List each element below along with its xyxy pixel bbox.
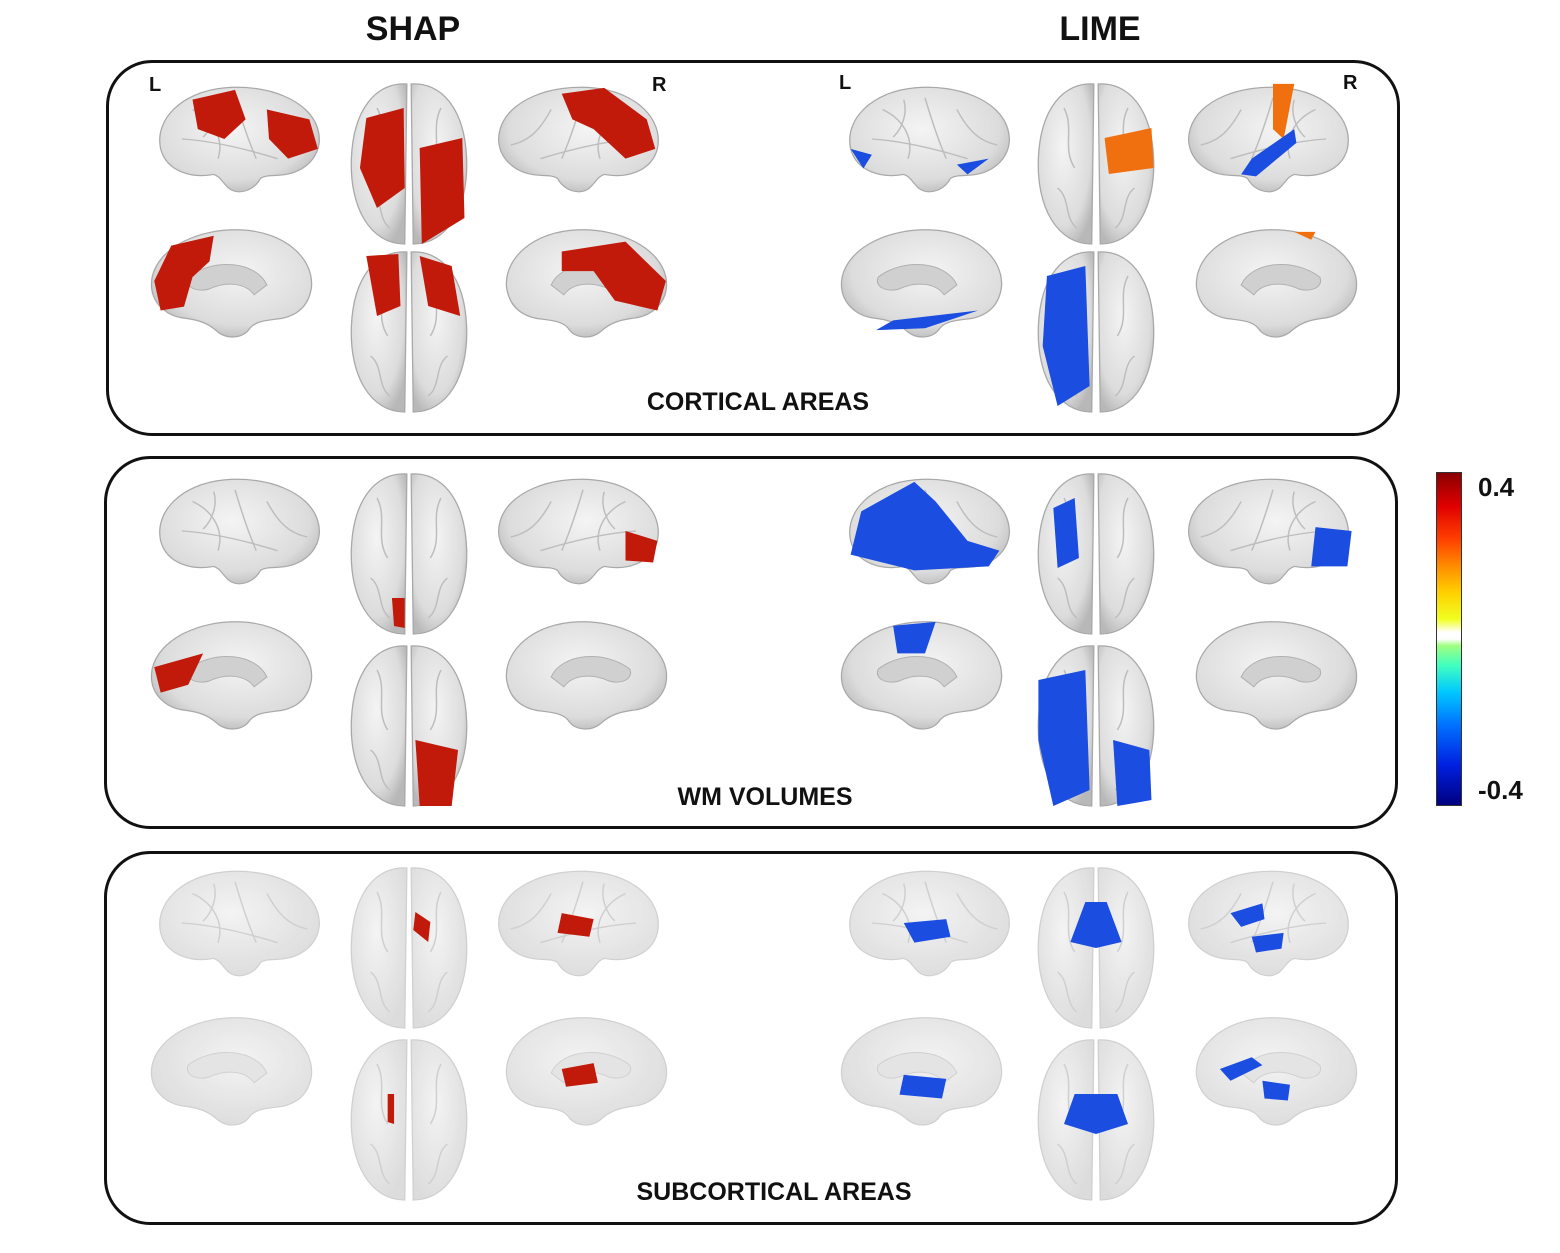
activation-region xyxy=(1064,1094,1128,1134)
activation-region xyxy=(413,912,431,942)
lime-wm-left-lateral-brain xyxy=(849,478,1010,585)
lime-cortical-left-lateral-brain xyxy=(849,86,1010,193)
activation-region xyxy=(1070,902,1122,948)
lime-subcortical-right-medial-brain xyxy=(1195,1017,1358,1126)
activation-region xyxy=(266,109,318,159)
activation-region xyxy=(903,919,951,943)
cortical-panel xyxy=(106,60,1400,436)
shap-cortical-left-medial-brain xyxy=(150,229,313,338)
shap-wm-left-medial-brain xyxy=(150,621,313,730)
activation-region xyxy=(561,87,656,159)
lime-subcortical-left-lateral-brain xyxy=(849,870,1010,977)
activation-region xyxy=(154,653,204,693)
shap-cortical-dorsal-brain xyxy=(350,83,468,245)
colorbar-min-label: -0.4 xyxy=(1478,775,1523,805)
activation-region xyxy=(387,1094,395,1124)
wm-label: WM VOLUMES xyxy=(677,783,853,811)
activation-region xyxy=(1294,231,1316,240)
activation-region xyxy=(899,1074,947,1099)
subcortical-panel xyxy=(104,851,1398,1225)
activation-region xyxy=(359,108,405,208)
shap-title: SHAP xyxy=(365,10,461,48)
lime-subcortical-ventral-brain xyxy=(1037,1039,1155,1201)
activation-region xyxy=(1273,83,1295,139)
shap-cortical-right-medial-brain xyxy=(505,229,668,338)
shap-cortical-right-lateral-brain xyxy=(498,86,659,193)
shap-subcortical-right-lateral-brain xyxy=(498,870,659,977)
activation-region xyxy=(1241,129,1297,177)
shap-subcortical-right-medial-brain xyxy=(505,1017,668,1126)
activation-region xyxy=(1042,266,1090,406)
activation-region xyxy=(557,913,594,937)
shap-subcortical-left-medial-brain xyxy=(150,1017,313,1126)
wm-panel xyxy=(104,456,1398,829)
lime-subcortical-right-lateral-brain xyxy=(1188,870,1349,977)
colorbar-max-label: 0.4 xyxy=(1478,472,1515,502)
activation-region xyxy=(419,256,461,316)
shap-wm-right-lateral-brain xyxy=(498,478,659,585)
lime-cortical-right-lateral-brain xyxy=(1188,83,1349,193)
activation-region xyxy=(419,138,465,244)
shap-wm-left-lateral-brain xyxy=(159,478,320,585)
lime-wm-dorsal-brain xyxy=(1037,473,1155,635)
lime-right-label: R xyxy=(1343,72,1358,94)
activation-region xyxy=(1251,932,1284,953)
lime-left-label: L xyxy=(839,72,852,94)
lime-subcortical-left-medial-brain xyxy=(840,1017,1003,1126)
lime-wm-right-lateral-brain xyxy=(1188,478,1352,585)
lime-subcortical-dorsal-brain xyxy=(1037,867,1155,1029)
activation-region xyxy=(893,621,936,654)
lime-title: LIME xyxy=(1059,10,1141,48)
activation-region xyxy=(850,148,872,169)
shap-cortical-ventral-brain xyxy=(350,251,468,413)
activation-region xyxy=(391,598,405,628)
activation-region xyxy=(1219,1057,1263,1081)
activation-region xyxy=(1053,498,1079,568)
activation-region xyxy=(1230,903,1265,927)
shap-right-label: R xyxy=(652,74,667,96)
activation-region xyxy=(1113,740,1152,806)
activation-region xyxy=(561,1063,598,1087)
activation-region xyxy=(192,89,246,139)
lime-cortical-left-medial-brain xyxy=(840,229,1003,338)
activation-region xyxy=(561,241,666,311)
activation-region xyxy=(154,235,214,311)
lime-cortical-right-medial-brain xyxy=(1195,229,1358,338)
lime-wm-left-medial-brain xyxy=(840,621,1003,730)
lime-wm-ventral-brain xyxy=(1037,645,1155,807)
activation-region xyxy=(625,531,658,563)
shap-cortical-left-lateral-brain xyxy=(159,86,320,193)
activation-region xyxy=(1038,670,1090,806)
activation-region xyxy=(366,254,401,316)
cortical-label: CORTICAL AREAS xyxy=(646,388,870,416)
shap-left-label: L xyxy=(149,74,162,96)
lime-wm-right-medial-brain xyxy=(1195,621,1358,730)
activation-region xyxy=(1311,527,1352,567)
shap-subcortical-dorsal-brain xyxy=(350,867,468,1029)
activation-region xyxy=(415,740,459,806)
shap-subcortical-ventral-brain xyxy=(350,1039,468,1201)
shap-subcortical-left-lateral-brain xyxy=(159,870,320,977)
activation-region xyxy=(876,310,979,331)
shap-wm-right-medial-brain xyxy=(505,621,668,730)
subcortical-label: SUBCORTICAL AREAS xyxy=(636,1178,912,1206)
activation-region xyxy=(956,158,989,175)
lime-cortical-ventral-brain xyxy=(1037,251,1155,413)
activation-region xyxy=(850,481,1000,571)
colorbar xyxy=(1436,472,1462,806)
shap-wm-ventral-brain xyxy=(350,645,468,807)
shap-wm-dorsal-brain xyxy=(350,473,468,635)
activation-region xyxy=(1262,1080,1290,1101)
activation-region xyxy=(1104,128,1154,174)
lime-cortical-dorsal-brain xyxy=(1037,83,1155,245)
